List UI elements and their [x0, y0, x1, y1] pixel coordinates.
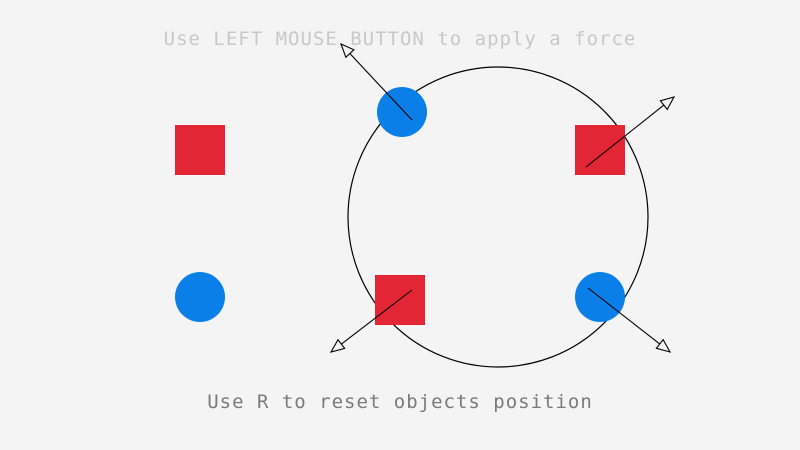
force-arrow-head	[340, 42, 355, 59]
hint-text-reset-objects: Use R to reset objects position	[207, 391, 593, 413]
body-square-red-free[interactable]	[175, 125, 225, 175]
force-arrow-shaft	[336, 289, 413, 349]
hint-text-apply-force: Use LEFT MOUSE BUTTON to apply a force	[163, 28, 637, 50]
force-arrow-shaft	[587, 287, 665, 349]
orbit-constraint-circle	[347, 66, 649, 368]
body-circle-blue-top[interactable]	[377, 87, 427, 137]
force-arrow-head	[329, 338, 346, 353]
force-arrow-bottom-right	[587, 287, 672, 353]
force-arrow-shaft	[585, 101, 669, 168]
force-arrow-top-right	[585, 96, 676, 168]
force-arrow-shaft	[345, 48, 413, 121]
force-arrow-head	[655, 338, 672, 353]
force-arrow-bottom-left	[329, 289, 413, 353]
body-circle-blue-free[interactable]	[175, 272, 225, 322]
force-arrow-head	[659, 96, 676, 111]
body-square-red-bottom[interactable]	[375, 275, 425, 325]
body-square-red-right[interactable]	[575, 125, 625, 175]
force-arrow-top-left	[340, 42, 413, 121]
